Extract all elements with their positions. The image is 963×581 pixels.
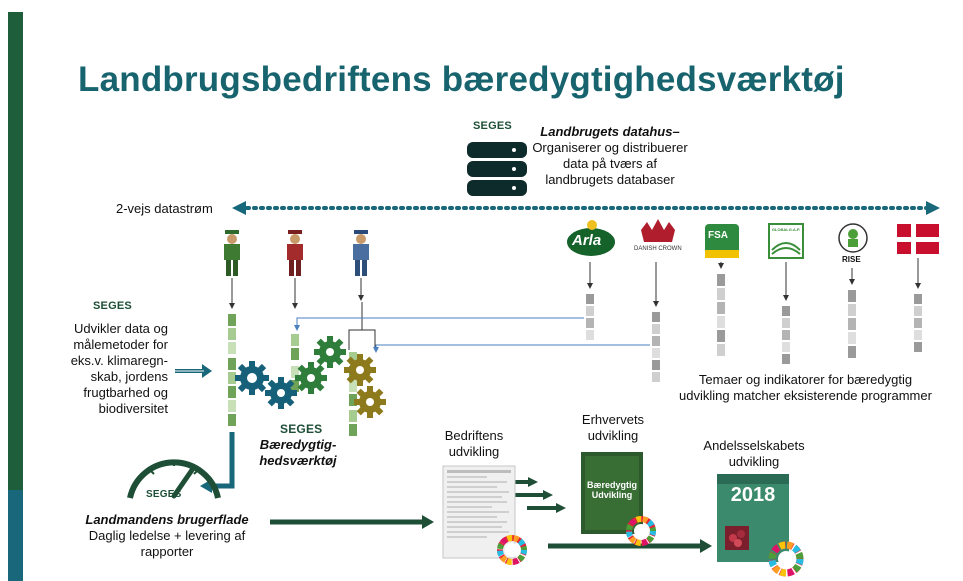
rise-logo-text: RISE	[842, 255, 861, 264]
gear-icon	[314, 336, 346, 368]
gear-icon	[354, 386, 386, 418]
globalgap-badge-icon	[768, 223, 804, 259]
partner-data-column-fsa	[717, 274, 725, 356]
farmer-ui-line: Daglig ledelse + levering af	[88, 528, 246, 543]
farmer-ui-description: Landmandens brugerflade Daglig ledelse +…	[62, 512, 272, 560]
annual-report-year: 2018	[730, 484, 776, 506]
sdg-wheel-icon	[626, 516, 656, 546]
farm-data-column-2	[291, 334, 299, 392]
farm-development-line: udvikling	[448, 444, 500, 459]
sustainability-tool-line: Bæredygtig-	[259, 437, 337, 452]
gear-icon	[344, 354, 376, 386]
danish-crown-crown-icon	[641, 219, 675, 242]
datahouse-line: landbrugets databaser	[545, 172, 675, 187]
database-icon	[467, 142, 527, 196]
globalgap-logo-text: GLOBALG.A.P.	[771, 227, 801, 232]
fsa-badge-icon	[705, 224, 739, 258]
seges-logo: SEGES	[280, 422, 323, 436]
farmer-icon-red	[287, 230, 303, 276]
gear-icon	[265, 377, 297, 409]
book-cover-line: Udvikling	[591, 490, 633, 500]
arla-logo-text: Arla	[572, 232, 602, 249]
seges-development-line: målemetoder for	[73, 337, 168, 352]
datastream-label: 2-vejs datastrøm	[116, 201, 213, 216]
sustainability-tool-label: Bæredygtig- hedsværktøj	[243, 437, 353, 469]
farmer-icon-green	[224, 230, 240, 276]
farm-data-column-1	[228, 314, 236, 426]
themes-description: Temaer og indikatorer for bæredygtig udv…	[648, 372, 963, 404]
danish-crown-logo-text: DANISH CROWN	[634, 246, 682, 252]
business-development-line: udvikling	[587, 428, 639, 443]
sdg-wheel-icon	[768, 541, 804, 577]
sustainability-tool-line: hedsværktøj	[259, 453, 337, 468]
danish-flag-icon	[897, 224, 939, 254]
book-cover-title: Bæredygtig Udvikling	[581, 480, 643, 500]
coop-development-line: Andelsselskabets	[703, 438, 805, 453]
slide-title: Landbrugsbedriftens bæredygtighedsværktø…	[78, 60, 845, 99]
sdg-wheel-icon	[497, 535, 527, 565]
partner-data-column-danish-crown	[652, 312, 660, 382]
farm-development-label: Bedriftens udvikling	[424, 428, 524, 460]
themes-line: udvikling matcher eksisterende programme…	[679, 388, 932, 403]
gear-icon	[295, 362, 327, 394]
business-development-line: Erhvervets	[581, 412, 645, 427]
seges-development-line: skab, jordens	[90, 369, 168, 384]
coop-development-label: Andelsselskabets udvikling	[684, 438, 824, 470]
datahouse-line: data på tværs af	[563, 156, 657, 171]
two-way-datastream-arrow	[232, 201, 940, 215]
dashboard-gauge-icon	[127, 459, 221, 499]
seges-logo: SEGES	[473, 120, 512, 132]
partner-data-column-dk	[914, 294, 922, 352]
farmer-icon-blue	[353, 230, 369, 276]
seges-logo: SEGES	[93, 300, 132, 312]
partner-data-column-arla	[586, 294, 594, 340]
themes-line: Temaer og indikatorer for bæredygtig	[698, 372, 913, 387]
fsa-logo-text: FSA	[708, 230, 728, 241]
sidebar-accent-teal	[8, 490, 23, 581]
seges-development-line: Udvikler data og	[74, 321, 168, 336]
partner-data-column-rise	[848, 290, 856, 358]
sidebar-accent-green	[8, 12, 23, 490]
datahouse-title: Landbrugets datahus–	[540, 124, 680, 139]
seges-development-line: frugtbarhed og	[83, 385, 168, 400]
farm-development-line: Bedriftens	[444, 428, 504, 443]
partner-data-column-globalgap	[782, 306, 790, 364]
book-cover-line: Bæredygtig	[586, 480, 637, 490]
business-development-label: Erhvervets udvikling	[563, 412, 663, 444]
seges-development-line: biodiversitet	[98, 401, 168, 416]
seges-logo: SEGES	[146, 489, 182, 500]
datahouse-description: Landbrugets datahus– Organiserer og dist…	[530, 124, 690, 188]
farmer-ui-line: rapporter	[140, 544, 194, 559]
seges-development-line: eks.v. klimaregn-	[70, 353, 168, 368]
rise-logo	[838, 223, 868, 253]
gear-icon	[235, 361, 269, 395]
datahouse-line: Organiserer og distribuerer	[532, 140, 688, 155]
arla-logo	[567, 220, 615, 256]
coop-development-line: udvikling	[728, 454, 780, 469]
seges-development-description: Udvikler data og målemetoder for eks.v. …	[40, 321, 168, 417]
farmer-ui-title: Landmandens brugerflade	[85, 512, 249, 527]
